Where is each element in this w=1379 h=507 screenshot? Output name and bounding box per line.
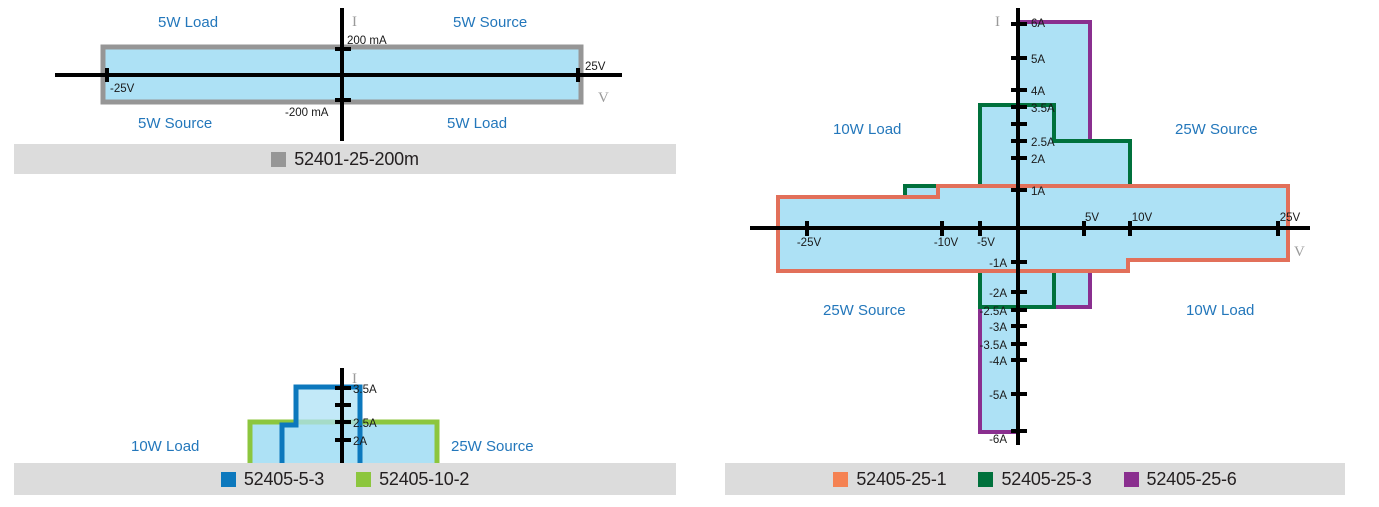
tick-label-v-2: -5V (977, 237, 995, 249)
tick-label-i-11: -3.5A (980, 340, 1008, 352)
chart-52401-25-200m: I V 200 mA -200 mA 25V -25V 5W Load 5W S… (55, 8, 622, 141)
tick-label-i-0: 6A (1031, 18, 1045, 30)
legend-swatch-icon (220, 471, 236, 487)
tick-label-i-10: -3A (989, 322, 1007, 334)
legend-label: 52405-25-1 (856, 468, 947, 489)
quadrant-label-bottom-right: 10W Load (1186, 302, 1254, 319)
legend-label: 52405-25-6 (1146, 468, 1237, 489)
tick-label-i-12: -4A (989, 356, 1007, 368)
legend-entry-52405-5-3[interactable]: 52405-5-3 (220, 468, 325, 490)
quadrant-label-top-right: 25W Source (1175, 121, 1258, 138)
current-axis-letter: I (995, 14, 1000, 30)
tick-label-i-positive: 200 mA (347, 35, 387, 47)
voltage-axis-letter: V (1294, 244, 1305, 260)
legend-chart-52401: 52401-25-200m (14, 144, 676, 174)
right-panel: I V 6A 5A 4A 3.5A 2.5A 2A 1A -1A -2A -2.… (690, 0, 1379, 507)
quadrant-label-top-left: 10W Load (833, 121, 901, 138)
chart-52405-5-3-and-10-2: I V 3.5A 2.5A 2A 1A -1A -2A -2.5A -3A -3… (131, 368, 534, 465)
quadrant-label-bottom-left: 5W Source (138, 115, 212, 132)
tick-label-i-7: -1A (989, 258, 1007, 270)
quadrant-label-top-left: 10W Load (131, 438, 199, 455)
tick-label-i-9: -2.5A (980, 306, 1008, 318)
tick-label-v-positive: 25V (585, 61, 606, 73)
soa-polygon-52405-5-3 (279, 384, 363, 465)
legend-entry-52405-25-3[interactable]: 52405-25-3 (978, 468, 1092, 490)
quadrant-label-top-left: 5W Load (158, 14, 218, 31)
legend-swatch-icon (356, 471, 372, 487)
legend-label: 52405-25-3 (1001, 468, 1092, 489)
tick-label-i-0: 3.5A (353, 384, 377, 396)
legend-chart-52405-5-10: 52405-5-3 52405-10-2 (14, 463, 676, 495)
legend-label: 52405-10-2 (379, 468, 470, 489)
tick-label-i-1: 2.5A (353, 418, 377, 430)
tick-label-v-5: 25V (1280, 212, 1301, 224)
quadrant-label-top-right: 5W Source (453, 14, 527, 31)
quadrant-label-bottom-left: 25W Source (823, 302, 906, 319)
tick-label-i-negative: -200 mA (285, 107, 329, 119)
legend-chart-52405-25: 52405-25-1 52405-25-3 52405-25-6 (725, 463, 1345, 495)
tick-label-v-4: 10V (1132, 212, 1153, 224)
legend-swatch-icon (833, 471, 849, 487)
tick-label-v-1: -10V (934, 237, 959, 249)
legend-swatch-icon (978, 471, 994, 487)
legend-entry-52401-25-200m[interactable]: 52401-25-200m (271, 149, 419, 170)
current-axis-letter: I (352, 14, 357, 30)
tick-label-i-2: 2A (353, 436, 367, 448)
tick-label-i-6: 1A (1031, 186, 1045, 198)
tick-label-i-13: -5A (989, 390, 1007, 402)
legend-entry-52405-25-6[interactable]: 52405-25-6 (1123, 468, 1237, 490)
tick-label-i-3: 3.5A (1031, 103, 1055, 115)
tick-label-i-4: 2.5A (1031, 137, 1055, 149)
tick-label-i-8: -2A (989, 288, 1007, 300)
tick-label-v-3: 5V (1085, 212, 1099, 224)
current-axis-letter: I (352, 371, 357, 387)
legend-entry-52405-25-1[interactable]: 52405-25-1 (833, 468, 947, 490)
tick-label-v-0: -25V (797, 237, 822, 249)
tick-label-i-5: 2A (1031, 154, 1045, 166)
tick-label-i-2: 4A (1031, 86, 1045, 98)
left-panel: I V 200 mA -200 mA 25V -25V 5W Load 5W S… (14, 8, 676, 495)
tick-label-i-14: -6A (989, 434, 1007, 446)
quadrant-label-bottom-right: 5W Load (447, 115, 507, 132)
legend-swatch-icon (271, 151, 287, 167)
legend-swatch-icon (1123, 471, 1139, 487)
quadrant-label-top-right: 25W Source (451, 438, 534, 455)
tick-label-i-1: 5A (1031, 54, 1045, 66)
chart-52405-25-series: I V 6A 5A 4A 3.5A 2.5A 2A 1A -1A -2A -2.… (750, 8, 1310, 446)
legend-entry-52405-10-2[interactable]: 52405-10-2 (356, 469, 469, 490)
tick-label-v-negative: -25V (110, 83, 135, 95)
legend-label: 52405-5-3 (243, 468, 325, 489)
legend-label: 52401-25-200m (294, 148, 419, 169)
voltage-axis-letter: V (598, 90, 609, 106)
